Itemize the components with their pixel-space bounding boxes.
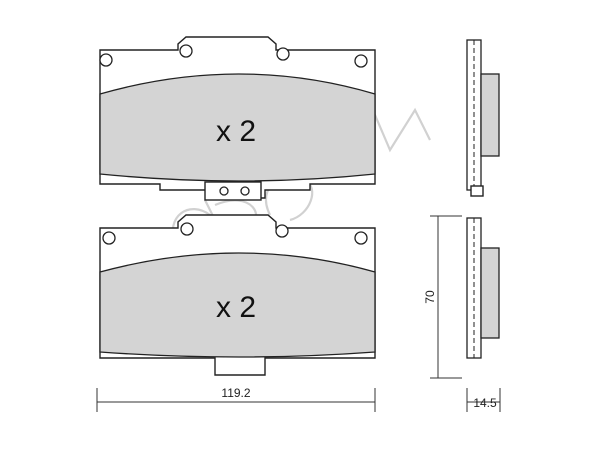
bottom-mount-hole-right [354,231,368,245]
top-wear-clip [204,181,262,201]
top-clip-hole-right [240,186,250,196]
top-clip-hole-left [219,186,229,196]
top-brake-pad: x 2 [99,36,376,201]
bottom-mount-hole-center-left [180,222,194,236]
bottom-mount-hole-left [102,231,116,245]
top-mount-hole-center-right [276,47,290,61]
bottom-pad-side-view [466,217,500,359]
thickness-dimension-label: 14.5 [473,396,497,410]
bottom-pad-quantity: x 2 [216,291,256,324]
bottom-mount-hole-center-right [275,224,289,238]
top-mount-hole-center-left [179,44,193,58]
top-side-friction-material [480,73,500,157]
width-dimension: 119.2 [96,386,376,412]
bottom-side-friction-material [480,247,500,339]
height-dimension: 70 [423,215,462,379]
thickness-dimension: 14.5 [466,388,501,412]
top-pad-quantity: x 2 [216,115,256,148]
top-side-wear-clip [470,185,484,197]
top-pad-side-view [466,39,500,197]
height-dimension-label: 70 [423,290,437,304]
bottom-brake-pad: x 2 [99,214,376,376]
width-dimension-label: 119.2 [221,386,250,400]
top-friction-material [99,73,376,182]
bottom-friction-material [99,252,376,358]
top-mount-hole-left [99,53,113,67]
top-mount-hole-right [354,54,368,68]
